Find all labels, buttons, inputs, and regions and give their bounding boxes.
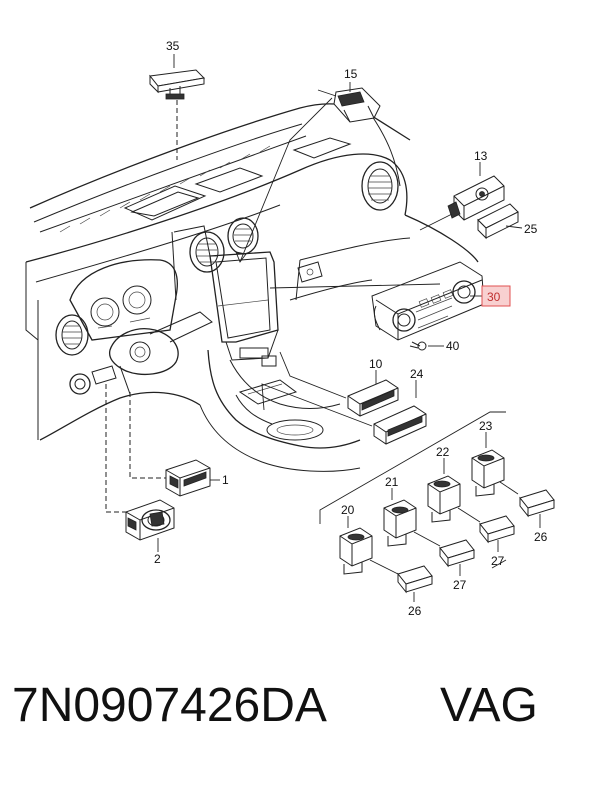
callout-30: 30 — [487, 290, 501, 304]
part-22-switch — [427, 458, 481, 523]
part-25 — [477, 203, 523, 240]
callout-26-lower: 26 — [408, 604, 422, 618]
part-35 — [149, 54, 206, 160]
part-23-switch — [471, 432, 519, 497]
callout-30-box — [481, 285, 511, 307]
part-30-highlight — [481, 285, 511, 307]
part-2-light-switch — [105, 384, 175, 552]
callout-27-upper: 27 — [491, 554, 505, 568]
air-vent-right — [361, 161, 399, 211]
top-storage-recess — [123, 137, 352, 221]
callout-27-lower: 27 — [453, 578, 467, 592]
caption-bar: 7N0907426DA VAG — [0, 678, 600, 758]
switch-set-panel — [319, 411, 507, 569]
callout-26-upper: 26 — [534, 530, 548, 544]
callout-20: 20 — [341, 503, 355, 517]
part-24 — [261, 380, 427, 445]
steering-column — [108, 311, 213, 395]
dashboard-outline — [25, 103, 479, 472]
part-15 — [235, 82, 381, 263]
callout-40: 40 — [446, 339, 460, 353]
callout-13: 13 — [474, 149, 488, 163]
part-40-screw — [409, 341, 444, 351]
light-switch-mount — [69, 365, 117, 395]
callout-22: 22 — [436, 445, 450, 459]
callout-labels: 35 15 13 25 30 40 10 24 23 22 21 20 1 2 … — [154, 39, 548, 618]
callout-2: 2 — [154, 552, 161, 566]
part-1-switch — [129, 392, 220, 497]
dash-switch-slot — [297, 261, 323, 283]
callout-10: 10 — [369, 357, 383, 371]
callout-15: 15 — [344, 67, 358, 81]
part-27-cover-lower — [439, 539, 475, 576]
part-20-switch — [339, 516, 399, 575]
console-switch-slots — [239, 347, 277, 367]
part-26-cover-lower — [397, 565, 433, 602]
part-27-cover-upper — [479, 515, 515, 552]
part-30-climate-control — [269, 261, 485, 341]
center-display — [171, 225, 279, 361]
callout-25: 25 — [524, 222, 538, 236]
callout-24: 24 — [410, 367, 424, 381]
instrument-cluster — [69, 259, 178, 341]
part-26-cover-upper — [519, 489, 555, 528]
callout-35: 35 — [166, 39, 180, 53]
callout-1: 1 — [222, 473, 229, 487]
air-vent-center-left — [189, 231, 225, 273]
air-vent-center-right — [227, 217, 259, 255]
air-vent-left — [55, 314, 89, 356]
callout-23: 23 — [479, 419, 493, 433]
callout-21: 21 — [385, 475, 399, 489]
part-10 — [279, 351, 399, 417]
part-number: 7N0907426DA — [12, 679, 327, 732]
part-13 — [419, 162, 505, 231]
parts-diagram: 35 15 13 25 30 40 10 24 23 22 21 20 1 2 … — [25, 39, 555, 618]
brand-label: VAG — [440, 679, 538, 732]
part-21-switch — [383, 488, 441, 547]
